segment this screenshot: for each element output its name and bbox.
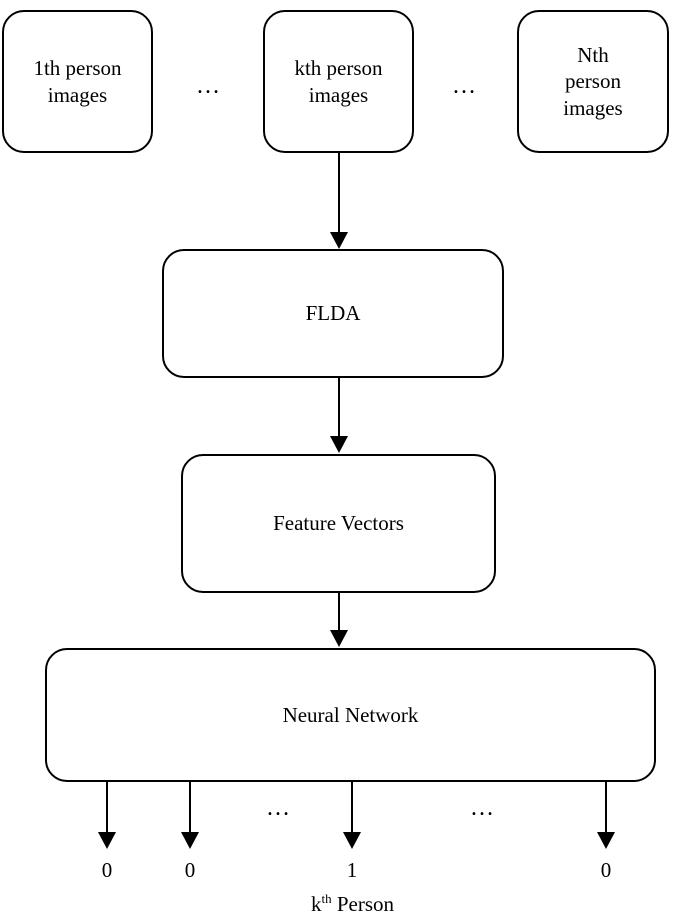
flda-box: FLDA (162, 249, 504, 378)
ellipsis-outputs-right: … (470, 795, 496, 821)
neural-network-label: Neural Network (282, 702, 419, 727)
arrow-output-1 (98, 782, 116, 849)
ellipsis-outputs-left: … (266, 795, 292, 821)
ellipsis-inputs-right: … (452, 73, 478, 99)
ellipsis-inputs-left: … (196, 73, 222, 99)
arrow-output-4 (597, 782, 615, 849)
output-value-3: 1 (346, 858, 358, 882)
arrow-kth-to-flda (330, 153, 348, 249)
kth-person-suffix: Person (331, 892, 395, 916)
input-first-line2: images (47, 82, 108, 107)
input-first-line1: 1th person (33, 56, 122, 81)
kth-person-superscript: th (321, 891, 332, 906)
arrow-output-3 (343, 782, 361, 849)
flda-label: FLDA (305, 301, 361, 326)
arrow-flda-to-features (330, 378, 348, 453)
input-box-nth-person: Nth person images (517, 10, 669, 153)
arrow-features-to-network (330, 593, 348, 647)
input-kth-line1: kth person (294, 56, 383, 81)
feature-vectors-box: Feature Vectors (181, 454, 496, 593)
arrow-output-2 (181, 782, 199, 849)
input-nth-line3: images (563, 95, 623, 120)
input-kth-line2: images (308, 82, 369, 107)
output-value-2: 0 (184, 858, 196, 882)
input-box-first-person: 1th person images (2, 10, 153, 153)
input-nth-line1: Nth (577, 43, 609, 68)
feature-vectors-label: Feature Vectors (273, 511, 404, 536)
neural-network-box: Neural Network (45, 648, 656, 782)
output-value-1: 0 (101, 858, 113, 882)
input-box-kth-person: kth person images (263, 10, 414, 153)
kth-person-prefix: k (311, 892, 322, 916)
kth-person-label: kth Person (311, 892, 394, 915)
input-nth-line2: person (564, 69, 621, 94)
output-value-4: 0 (600, 858, 612, 882)
